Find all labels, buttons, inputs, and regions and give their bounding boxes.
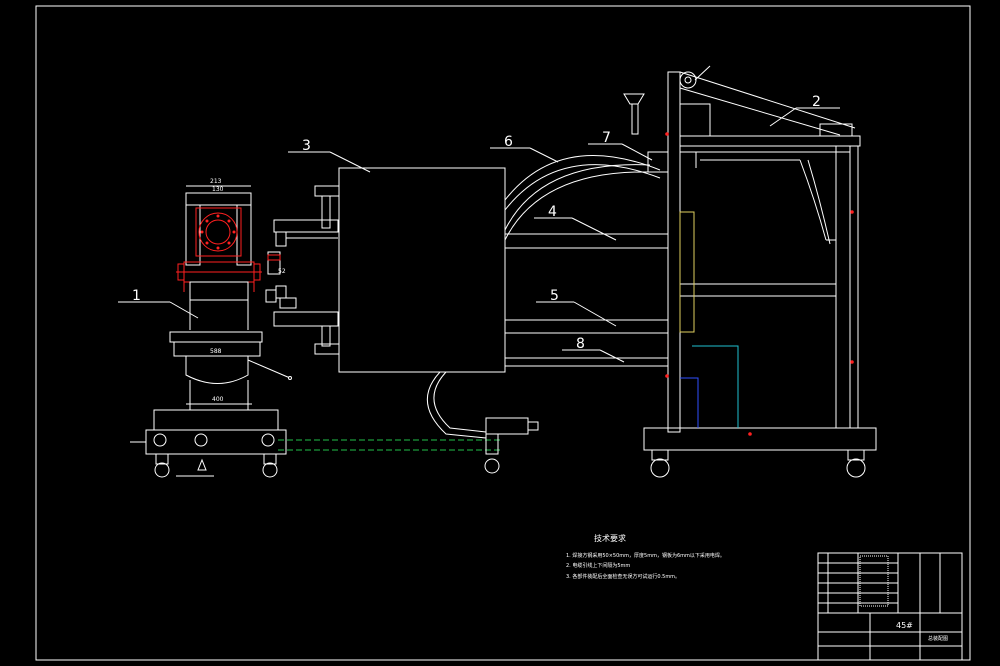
callout-5: 5 bbox=[550, 288, 559, 304]
technical-notes: 技术要求 1. 焊接方钢采用50×50mm，厚度5mm，钢板为6mm以下采用电焊… bbox=[566, 533, 725, 580]
notes-title: 技术要求 bbox=[594, 533, 626, 543]
box-3 bbox=[338, 167, 506, 373]
outer-border bbox=[35, 5, 971, 661]
callout-4: 4 bbox=[548, 204, 557, 220]
callout-3: 3 bbox=[302, 138, 311, 154]
dim-mid-width: 588 bbox=[210, 348, 222, 355]
callouts: 1 2 3 4 5 6 7 8 bbox=[118, 94, 840, 363]
dim-top-inner: 130 bbox=[212, 186, 224, 193]
note-1: 1. 焊接方钢采用50×50mm，厚度5mm，钢板为6mm以下采用电焊。 bbox=[566, 552, 725, 559]
callout-8: 8 bbox=[576, 336, 585, 352]
rail-and-motor bbox=[278, 417, 539, 474]
left-machine: 213 130 588 bbox=[130, 178, 292, 478]
mount-brackets bbox=[273, 185, 340, 355]
callout-7: 7 bbox=[602, 130, 611, 146]
callout-1: 1 bbox=[132, 288, 141, 304]
callout-6: 6 bbox=[504, 134, 513, 150]
note-3: 3. 各部件装配后全面检查无误方可试运行0.5mm。 bbox=[566, 573, 680, 580]
dim-small: 52 bbox=[278, 268, 286, 275]
drawing-number: 45# bbox=[896, 621, 913, 630]
note-2: 2. 电缆引线上下间隔为5mm bbox=[566, 562, 630, 569]
dim-base-width: 400 bbox=[212, 396, 224, 403]
pipes bbox=[426, 154, 668, 439]
right-frame bbox=[623, 65, 877, 478]
title-block: 45# 总装配图 bbox=[817, 552, 963, 661]
drawing-title: 总装配图 bbox=[928, 635, 948, 642]
callout-2: 2 bbox=[812, 94, 821, 110]
dim-top-width: 213 bbox=[210, 178, 222, 185]
